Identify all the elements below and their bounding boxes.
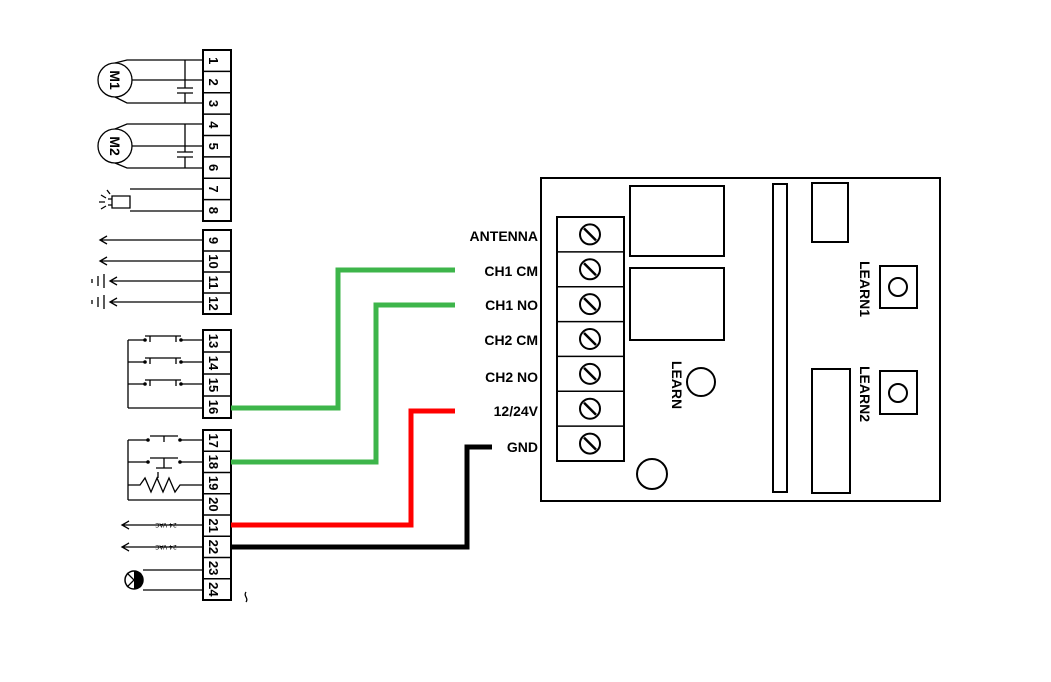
label-ch2-cm: CH2 CM [484, 332, 538, 348]
terminal-number: 16 [206, 400, 221, 414]
terminal-number: 11 [206, 276, 221, 290]
terminal-number: 5 [206, 143, 221, 150]
screw-slot [583, 436, 597, 451]
label-ch2-no: CH2 NO [485, 369, 538, 385]
label-gnd: GND [507, 439, 538, 455]
terminal-number: 13 [206, 334, 221, 348]
wire-green-ch1-cm [231, 267, 455, 411]
terminal-number: 15 [206, 378, 221, 392]
terminal-number: 9 [206, 237, 221, 244]
screw-slot [583, 366, 597, 381]
terminal-number: 2 [206, 78, 221, 85]
flashing-lamp [99, 188, 203, 212]
learn-label: LEARN [669, 361, 685, 409]
label-antenna: ANTENNA [470, 228, 538, 244]
wires [231, 267, 492, 550]
learn1-label: LEARN1 [857, 261, 873, 317]
ground-icon [91, 295, 105, 309]
screw-slot [583, 262, 597, 277]
receiver-terminals [557, 223, 624, 455]
mounting-hole [636, 458, 668, 490]
learn2-button [879, 370, 918, 415]
component-2 [811, 368, 851, 494]
terminal-number: 6 [206, 164, 221, 171]
potentiometer-icon [128, 472, 203, 494]
output-arrows [91, 235, 203, 309]
lamp-icon [108, 195, 131, 209]
terminal-number: 1 [206, 57, 221, 64]
receiver-terminal-labels: ANTENNA CH1 CM CH1 NO CH2 CM CH2 NO 12/2… [470, 228, 539, 455]
terminal-number: 24 [206, 582, 221, 597]
ground-icon [91, 274, 105, 288]
screw-slot [583, 401, 597, 416]
terminal-number: 20 [206, 497, 221, 511]
ac-outputs: 24 VAC 24 VAC [120, 520, 203, 552]
terminal-number: 21 [206, 518, 221, 532]
receiver-board: LEARN LEARN1 LEARN2 [540, 177, 941, 502]
label-ch1-cm: CH1 CM [484, 263, 538, 279]
terminal-number: 10 [206, 254, 221, 268]
safety-inputs [127, 435, 203, 501]
screw-slot [583, 297, 597, 312]
motor-m1-label: M1 [107, 70, 123, 90]
motor-m2-label: M2 [107, 136, 123, 156]
warning-lamp [124, 569, 248, 603]
wire-black-gnd [231, 444, 492, 550]
wire-red-12-24v [231, 408, 455, 528]
motor-m2-circuit: M2 [97, 123, 203, 169]
terminal-number: 4 [206, 121, 221, 129]
board-strip [772, 183, 788, 493]
input-switches [127, 335, 203, 409]
terminal-number: 17 [206, 433, 221, 447]
terminal-number: 3 [206, 100, 221, 107]
relay-1 [629, 185, 725, 257]
chip [811, 182, 849, 243]
terminal-number: 12 [206, 296, 221, 310]
ac-label: 24 VAC [155, 543, 176, 550]
terminal-number: 18 [206, 455, 221, 469]
terminal-number: 22 [206, 540, 221, 554]
wire-green-ch1-no [231, 302, 455, 465]
terminal-number: 7 [206, 185, 221, 192]
ac-label: 24 VAC [155, 521, 176, 528]
motor-m1-circuit: M1 [97, 59, 203, 104]
terminal-number: 23 [206, 561, 221, 575]
label-12-24v: 12/24V [494, 403, 539, 419]
screw-slot [583, 227, 597, 242]
terminal-number: 8 [206, 207, 221, 214]
screw-slot [583, 332, 597, 346]
label-ch1-no: CH1 NO [485, 297, 538, 313]
learn-button [686, 367, 716, 397]
terminal-number: 19 [206, 476, 221, 490]
relay-2 [629, 267, 725, 341]
learn2-label: LEARN2 [857, 366, 873, 422]
terminal-number: 14 [206, 356, 221, 371]
